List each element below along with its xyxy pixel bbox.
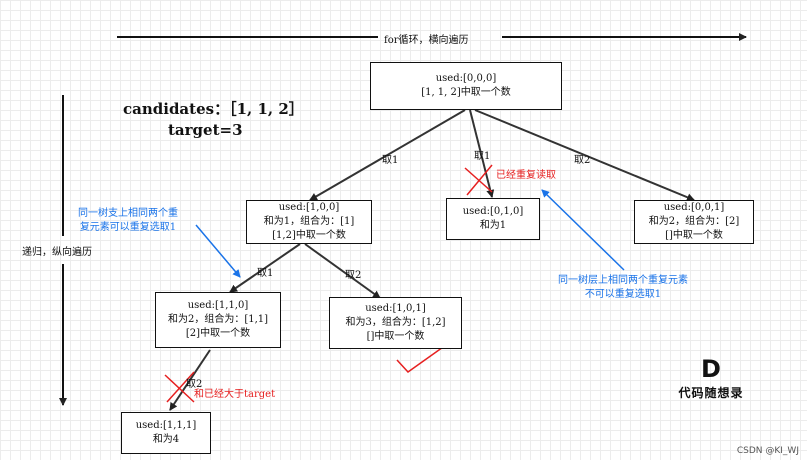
node-010: used:[0,1,0] 和为1: [446, 198, 540, 240]
repeat-read-note: 已经重复读取: [496, 170, 556, 181]
edge-root-left: [309, 109, 466, 201]
logo-mark: D: [701, 355, 721, 383]
brand-logo: D 代码随想录: [676, 356, 746, 401]
edge-n100-left: [229, 243, 301, 293]
top-axis-label: for循环，横向遍历: [384, 35, 469, 46]
edge-label-n110-down: 取2: [186, 379, 203, 390]
node-111: used:[1,1,1] 和为4: [121, 412, 211, 454]
node-110: used:[1,1,0] 和为2，组合为：[1,1] [2]中取一个数: [155, 292, 281, 348]
title-target: target=3: [168, 121, 243, 139]
edge-label-root-right: 取2: [574, 155, 591, 166]
layer-note: 同一树层上相同两个重复元素 不可以重复选取1: [558, 274, 688, 302]
exceeds-target-note: 和已经大于target: [194, 389, 276, 400]
logo-text: 代码随想录: [678, 386, 744, 400]
node-100: used:[1,0,0] 和为1，组合为：[1] [1,2]中取一个数: [246, 200, 372, 244]
node-100-line2: 和为1，组合为：[1]: [263, 216, 355, 227]
edge-label-n100-right: 取2: [345, 270, 362, 281]
node-010-line1: used:[0,1,0]: [462, 206, 524, 217]
node-101: used:[1,0,1] 和为3，组合为：[1,2] []中取一个数: [329, 297, 462, 349]
branch-note-line2: 复元素可以重复选取1: [79, 222, 177, 233]
node-111-line1: used:[1,1,1]: [135, 420, 197, 431]
left-axis-label: 递归，纵向遍历: [22, 247, 92, 258]
node-001-line2: 和为2，组合为：[2]: [648, 216, 740, 227]
node-root-line1: used:[0,0,0]: [435, 73, 497, 84]
node-100-line1: used:[1,0,0]: [278, 202, 340, 213]
title-candidates: candidates：［1, 1, 2］: [123, 100, 304, 118]
edge-n100-right: [304, 243, 381, 299]
node-010-line2: 和为1: [479, 220, 507, 231]
blue-arrow-layer: [541, 189, 625, 271]
node-001-line1: used:[0,0,1]: [663, 202, 725, 213]
edge-root-mid: [469, 109, 495, 198]
red-check-mark: [396, 339, 454, 373]
node-root-line2: [1, 1, 2]中取一个数: [421, 87, 511, 98]
blue-arrow-branch: [195, 224, 241, 278]
edge-label-n100-left: 取1: [257, 268, 274, 279]
node-111-line2: 和为4: [152, 434, 180, 445]
node-100-line3: [1,2]中取一个数: [272, 230, 346, 241]
node-root: used:[0,0,0] [1, 1, 2]中取一个数: [370, 62, 562, 110]
edge-n110-down: [169, 349, 211, 411]
edge-label-root-left: 取1: [382, 155, 399, 166]
node-110-line3: [2]中取一个数: [185, 328, 251, 339]
node-001-line3: []中取一个数: [665, 230, 723, 241]
watermark: CSDN @KI_WJ: [736, 446, 799, 456]
node-001: used:[0,0,1] 和为2，组合为：[2] []中取一个数: [634, 200, 754, 244]
node-110-line1: used:[1,1,0]: [187, 300, 249, 311]
layer-note-line2: 不可以重复选取1: [584, 289, 662, 300]
node-110-line2: 和为2，组合为：[1,1]: [167, 314, 269, 325]
edge-root-right: [474, 109, 695, 202]
node-101-line3: []中取一个数: [366, 331, 425, 342]
node-101-line2: 和为3，组合为：[1,2]: [345, 317, 446, 328]
red-cross-mid: [464, 164, 493, 196]
branch-note-line1: 同一树支上相同两个重: [78, 208, 178, 219]
edge-label-root-mid: 取1: [474, 151, 491, 162]
node-101-line1: used:[1,0,1]: [365, 303, 426, 314]
branch-note: 同一树支上相同两个重 复元素可以重复选取1: [78, 207, 178, 235]
red-cross-down: [164, 371, 195, 403]
layer-note-line1: 同一树层上相同两个重复元素: [558, 275, 688, 286]
